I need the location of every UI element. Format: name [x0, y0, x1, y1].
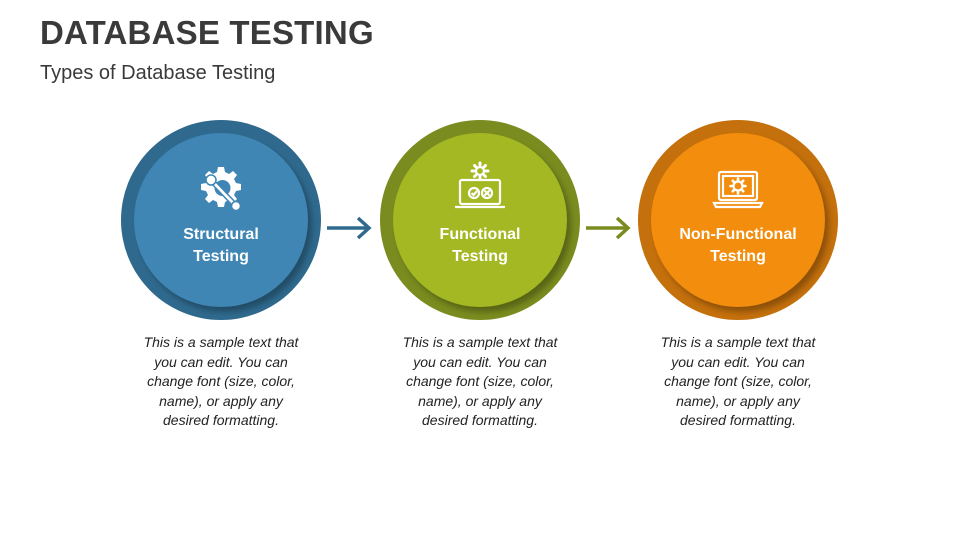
description-line: desired formatting.: [422, 412, 538, 428]
description-line: change font (size, color,: [147, 373, 295, 389]
step-label: Structural Testing: [121, 224, 321, 268]
step-label-line1: Functional: [439, 226, 521, 243]
page-title: DATABASE TESTING: [40, 14, 374, 51]
description-line: you can edit. You can: [413, 353, 547, 370]
description-line: name), or apply any: [418, 392, 542, 409]
description-line: This is a sample text that: [143, 334, 299, 350]
flow-arrow: [586, 216, 631, 240]
step-inner-circle: [134, 133, 308, 307]
description-line: you can edit. You can: [154, 353, 288, 370]
step-non-functional-testing: Non-Functional Testing: [638, 120, 838, 320]
step-label-line2: Testing: [452, 248, 508, 265]
step-label: Functional Testing: [380, 224, 580, 268]
description-line: you can edit. You can: [671, 353, 805, 370]
description-line: change font (size, color,: [664, 373, 812, 389]
step-functional-testing: Functional Testing: [380, 120, 580, 320]
step-description: This is a sample text that you can edit.…: [121, 333, 321, 431]
gear-wrench-icon: [201, 167, 242, 212]
page-subtitle: Types of Database Testing: [40, 62, 276, 84]
description-line: name), or apply any: [159, 392, 283, 409]
step-label-line1: Non-Functional: [679, 226, 797, 243]
step-label: Non-Functional Testing: [638, 224, 838, 268]
step-structural-testing: Structural Testing: [121, 120, 321, 320]
description-line: This is a sample text that: [402, 334, 558, 350]
description-line: change font (size, color,: [406, 373, 554, 389]
step-label-line2: Testing: [710, 248, 766, 265]
flow-arrow: [327, 216, 372, 240]
description-line: desired formatting.: [680, 412, 796, 428]
step-label-line2: Testing: [193, 248, 249, 265]
step-description: This is a sample text that you can edit.…: [380, 333, 580, 431]
step-label-line1: Structural: [183, 226, 259, 243]
description-line: This is a sample text that: [660, 334, 816, 350]
step-description: This is a sample text that you can edit.…: [638, 333, 838, 431]
laptop-gear-check-icon: [455, 161, 505, 209]
laptop-gear-icon: [712, 170, 764, 209]
description-line: name), or apply any: [676, 392, 800, 409]
description-line: desired formatting.: [163, 412, 279, 428]
step-inner-circle: [651, 133, 825, 307]
